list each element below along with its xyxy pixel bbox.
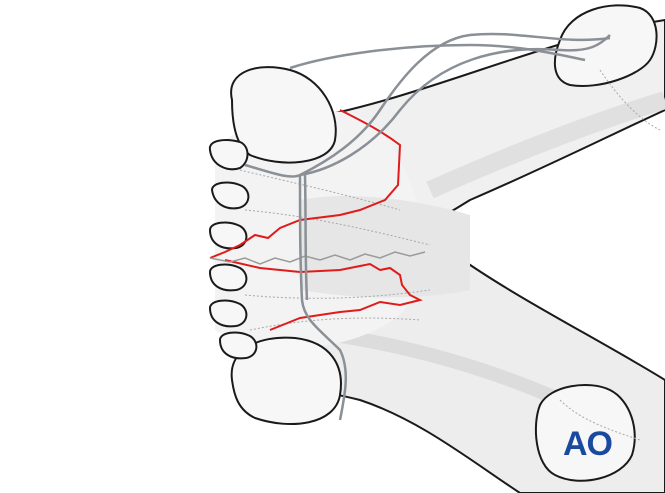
incisor-teeth [208, 139, 258, 360]
cerclage-wire [244, 32, 611, 421]
lower-molar [534, 384, 636, 482]
fracture-lines [209, 109, 423, 331]
upper-molar [553, 4, 658, 87]
bone-edge-jagged [209, 251, 426, 265]
ao-logo: AO [563, 425, 613, 463]
lower-condyle [230, 336, 342, 425]
